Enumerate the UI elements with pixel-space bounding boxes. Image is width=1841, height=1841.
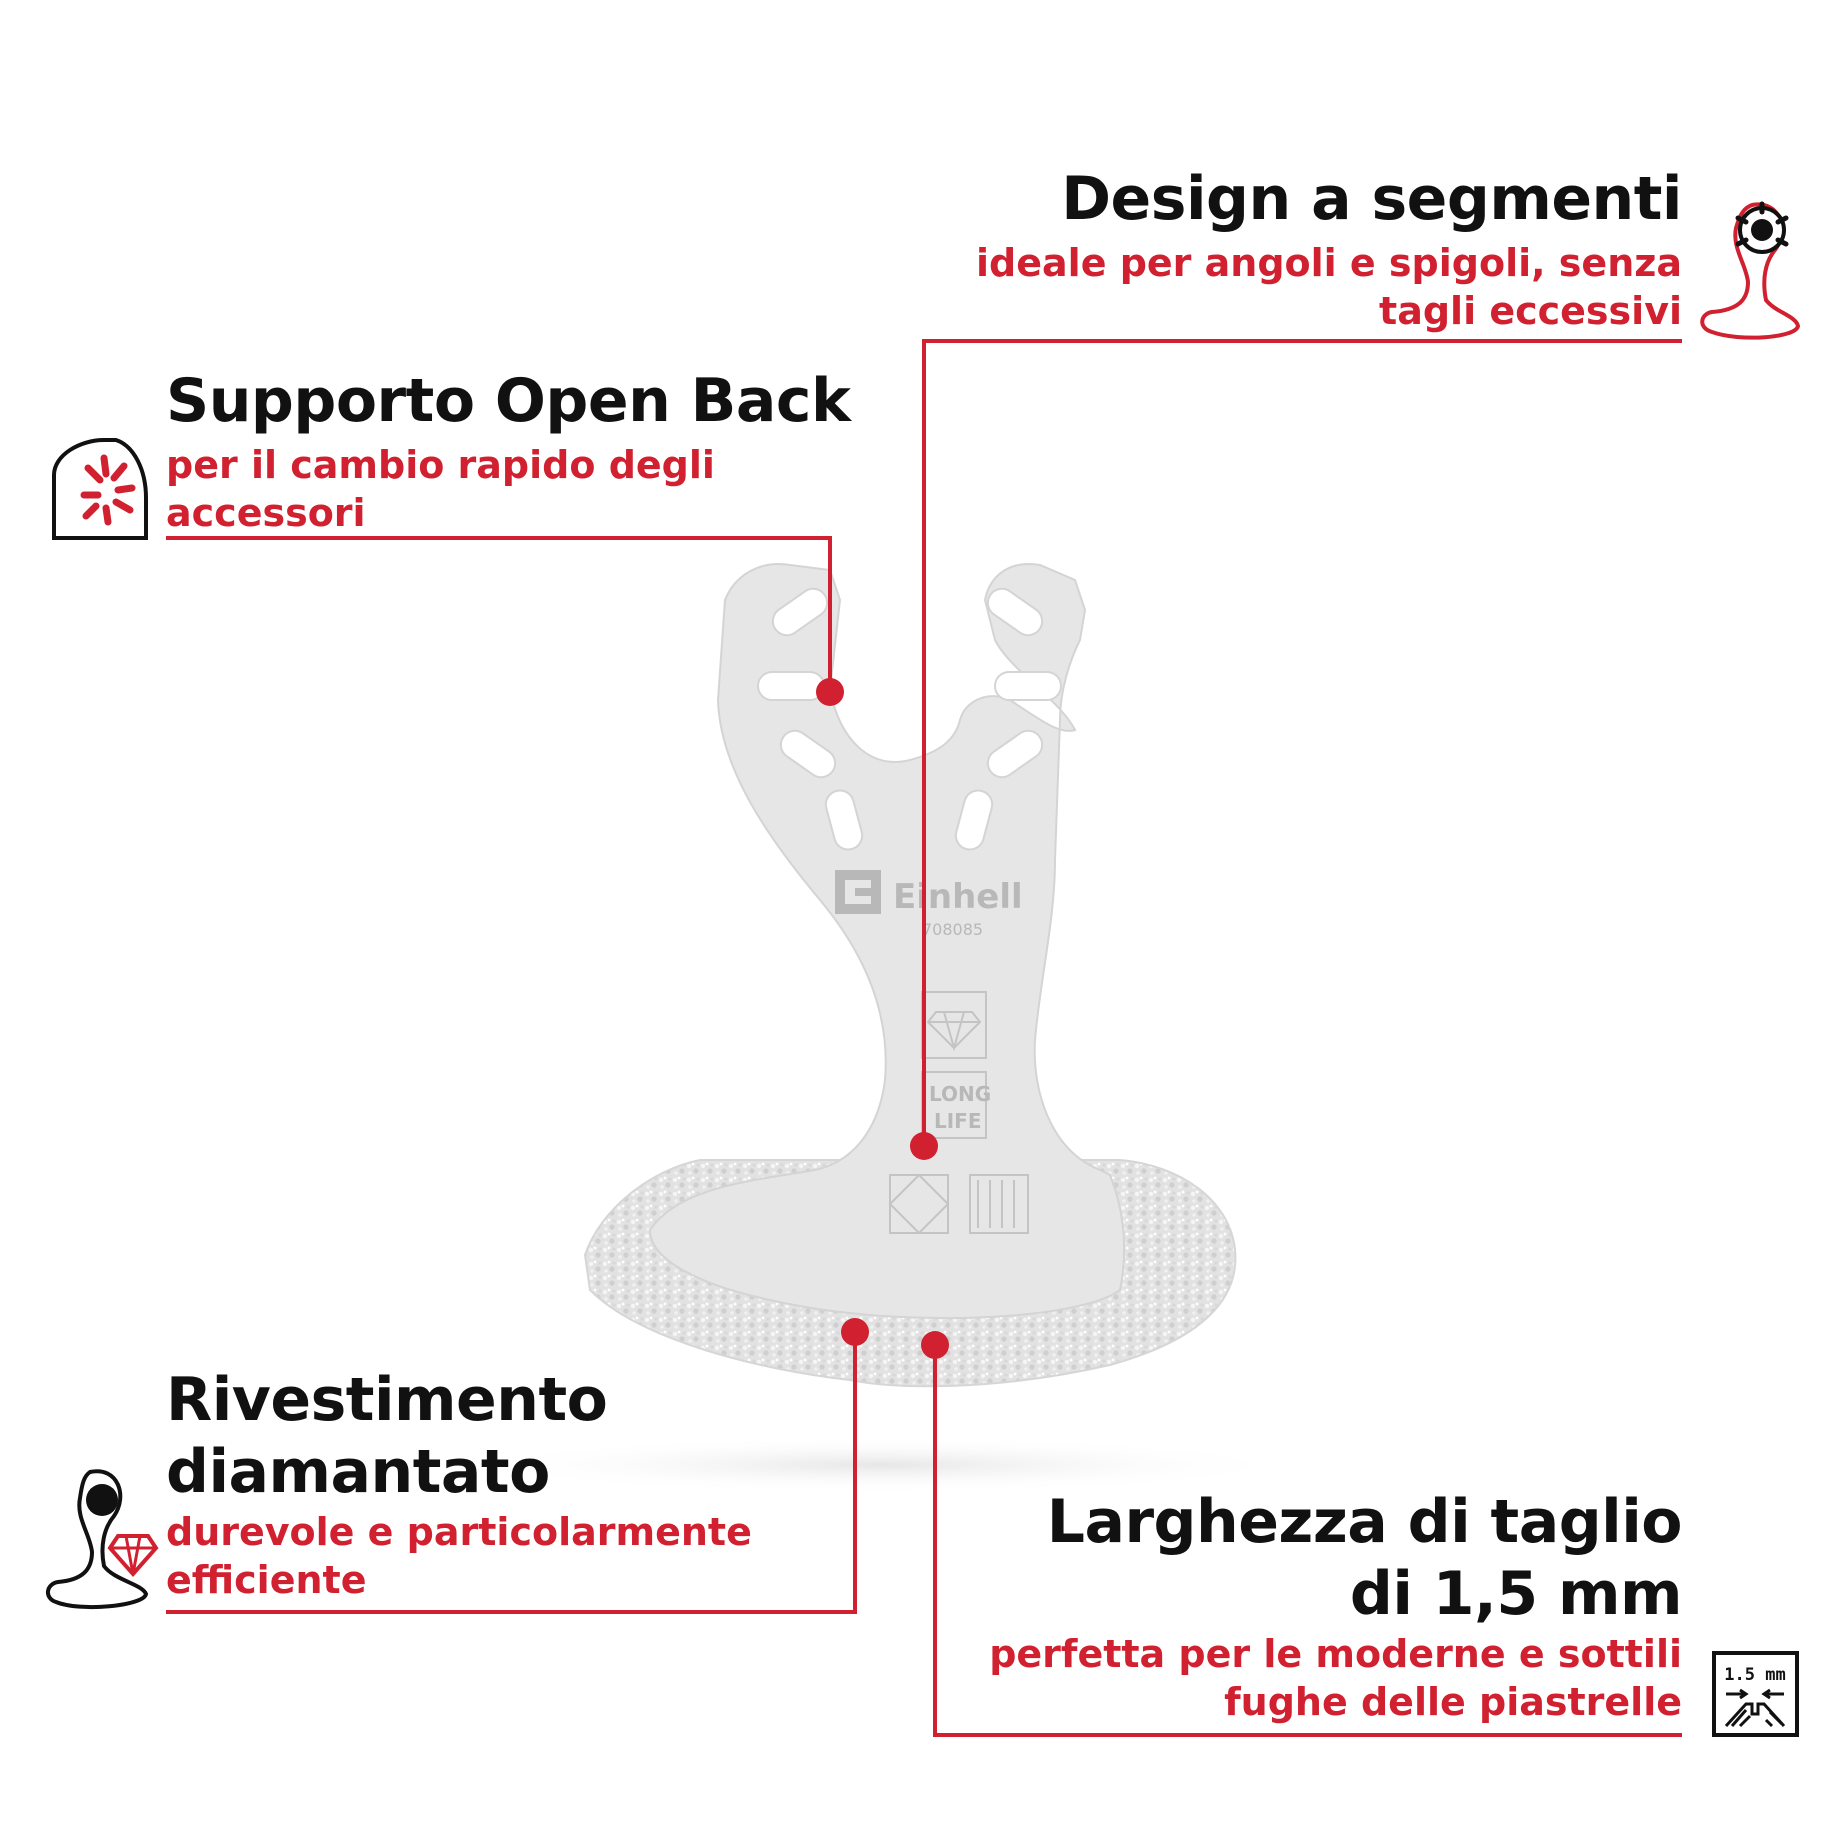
feature-title: Rivestimento diamantato	[166, 1364, 866, 1508]
open-back-mount-icon	[52, 438, 148, 540]
subtitle-line: per il cambio rapido degli	[166, 443, 715, 487]
subtitle-line: perfetta per le moderne e sottili	[989, 1632, 1682, 1676]
brand-logo	[835, 870, 881, 914]
cut-width-icon: 1.5 mm	[1712, 1651, 1799, 1737]
title-line: Rivestimento	[166, 1365, 608, 1435]
cut-width-icon-label: 1.5 mm	[1724, 1665, 1785, 1685]
leader-lines	[166, 339, 1682, 1737]
title-line: Design a segmenti	[1061, 164, 1682, 234]
brand-name: Einhell	[893, 877, 1023, 917]
subtitle-line: fughe delle piastrelle	[1224, 1680, 1682, 1724]
leader-open-back	[166, 536, 832, 692]
feature-title: Supporto Open Back	[166, 365, 866, 437]
feature-cut-width: Larghezza di taglio di 1,5 mm perfetta p…	[900, 1486, 1682, 1726]
subtitle-line: durevole e particolarmente	[166, 1510, 752, 1554]
hotspot-segment-design[interactable]	[910, 1132, 938, 1160]
badge-life: LIFE	[934, 1109, 982, 1133]
feature-segment-design: Design a segmenti ideale per angoli e sp…	[900, 163, 1682, 335]
feature-open-back: Supporto Open Back per il cambio rapido …	[166, 365, 866, 537]
feature-subtitle: perfetta per le moderne e sottili fughe …	[900, 1630, 1682, 1726]
title-line: Supporto Open Back	[166, 366, 851, 436]
segment-blade-icon	[1700, 201, 1801, 340]
grout-material-icon	[969, 1174, 1029, 1234]
tile-material-icon	[888, 1173, 950, 1235]
subtitle-line: accessori	[166, 491, 366, 535]
hotspot-open-back[interactable]	[816, 678, 844, 706]
badge-long: LONG	[929, 1082, 991, 1106]
feature-title: Design a segmenti	[900, 163, 1682, 235]
diamond-blade-icon	[46, 1469, 159, 1610]
subtitle-line: tagli eccessivi	[1379, 289, 1682, 333]
subtitle-line: efficiente	[166, 1558, 367, 1602]
title-line: Larghezza di taglio	[1046, 1487, 1683, 1557]
leader-diamond-coating	[166, 1332, 857, 1614]
feature-subtitle: per il cambio rapido degli accessori	[166, 441, 866, 537]
product-code: 708085	[922, 920, 983, 939]
feature-subtitle: durevole e particolarmente efficiente	[166, 1508, 866, 1604]
leader-cut-width	[933, 1345, 1682, 1737]
feature-diamond-coating: Rivestimento diamantato durevole e parti…	[166, 1364, 866, 1604]
hotspot-diamond-coating[interactable]	[841, 1318, 869, 1346]
leader-segment-design	[922, 339, 1682, 1146]
title-line: diamantato	[166, 1437, 550, 1507]
feature-subtitle: ideale per angoli e spigoli, senza tagli…	[900, 239, 1682, 335]
subtitle-line: ideale per angoli e spigoli, senza	[976, 241, 1682, 285]
feature-title: Larghezza di taglio di 1,5 mm	[900, 1486, 1683, 1630]
blade-shadow	[460, 1437, 1300, 1493]
title-line: di 1,5 mm	[1349, 1559, 1683, 1629]
hotspot-cut-width[interactable]	[921, 1331, 949, 1359]
